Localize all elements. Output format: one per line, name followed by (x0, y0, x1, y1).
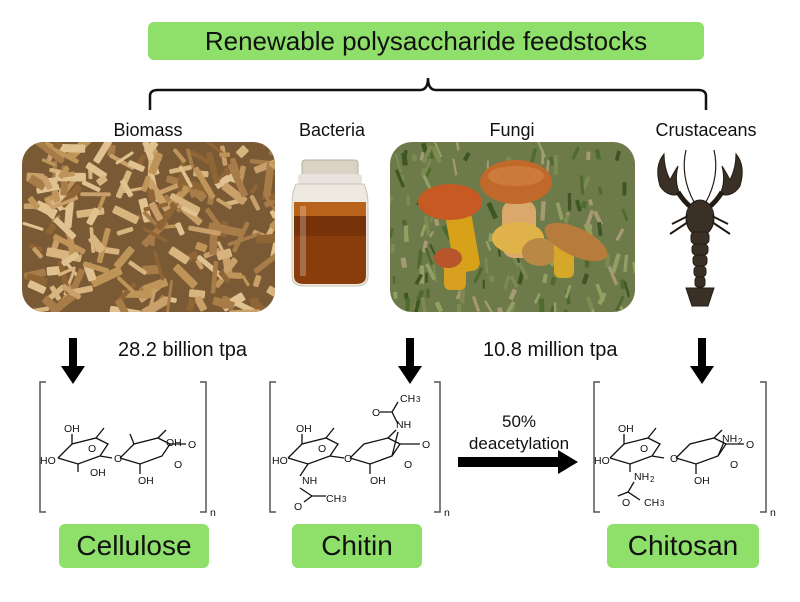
chitin-production: 10.8 million tpa (483, 339, 618, 361)
chem-label: OH (370, 475, 386, 487)
arrow-down-cellulose (61, 338, 85, 384)
chem-label: O (88, 443, 96, 455)
chem-label: O (404, 459, 412, 471)
chem-label: O (670, 453, 678, 465)
chem-label: O (372, 407, 380, 419)
chem-label: OH (166, 437, 182, 449)
process-percent: 50% (501, 412, 537, 431)
label-chitin: Chitin (292, 524, 422, 568)
chem-label: O (640, 443, 648, 455)
chem-label: O (730, 459, 738, 471)
chem-label: CH (326, 493, 341, 505)
chem-label: O (174, 459, 182, 471)
chem-label: OH (618, 423, 634, 435)
chem-label: O (114, 453, 122, 465)
chem-label: OH (296, 423, 312, 435)
chem-label: O (188, 439, 196, 451)
repeat-unit-n: n (444, 507, 450, 519)
chem-label: CH (644, 497, 659, 509)
chem-label: O (422, 439, 430, 451)
chem-label: O (344, 453, 352, 465)
chem-label: OH (90, 467, 106, 479)
chem-label: NH (634, 471, 649, 483)
fungi-photo (390, 142, 635, 312)
source-label-fungi: Fungi (489, 120, 535, 140)
chem-label: O (746, 439, 754, 451)
label-cellulose: Cellulose (59, 524, 209, 568)
source-label-biomass: Biomass (113, 120, 183, 140)
label-chitosan: Chitosan (607, 524, 759, 568)
grouping-brace (148, 77, 708, 110)
chem-label: O (318, 443, 326, 455)
chem-label: OH (64, 423, 80, 435)
chem-label: 2 (738, 437, 743, 446)
chem-label: CH (400, 393, 415, 405)
repeat-unit-n: n (770, 507, 776, 519)
chem-label: OH (694, 475, 710, 487)
biomass-photo (22, 142, 275, 312)
diagram-title: Renewable polysaccharide feedstocks (204, 25, 648, 56)
chem-label: HO (272, 455, 288, 467)
source-label-bacteria: Bacteria (298, 120, 366, 140)
chem-label: O (294, 501, 302, 513)
arrow-down-chitin (398, 338, 422, 384)
arrow-right-deacetylation (458, 450, 578, 474)
source-label-crustaceans: Crustaceans (655, 120, 757, 140)
cellulose-production: 28.2 billion tpa (118, 339, 247, 361)
repeat-unit-n: n (210, 507, 216, 519)
process-label: deacetylation (468, 434, 570, 453)
chem-label: 2 (650, 475, 655, 484)
chem-label: NH (302, 475, 317, 487)
chem-label: O (622, 497, 630, 509)
chem-label: OH (138, 475, 154, 487)
title-banner: Renewable polysaccharide feedstocks (148, 22, 704, 60)
bacteria-jar-photo (288, 158, 372, 290)
chem-label: HO (594, 455, 610, 467)
chem-label: 3 (342, 495, 347, 504)
lobster-photo (650, 146, 750, 310)
chem-label: 3 (660, 499, 665, 508)
arrow-down-chitosan (690, 338, 714, 384)
chem-label: HO (40, 455, 56, 467)
chemical-structures: OH HO O OH O OH O O OH OH HO O NH O CH 3… (39, 381, 776, 519)
chem-label: NH (722, 433, 737, 445)
chem-label: NH (396, 419, 411, 431)
chem-label: 3 (416, 395, 421, 404)
